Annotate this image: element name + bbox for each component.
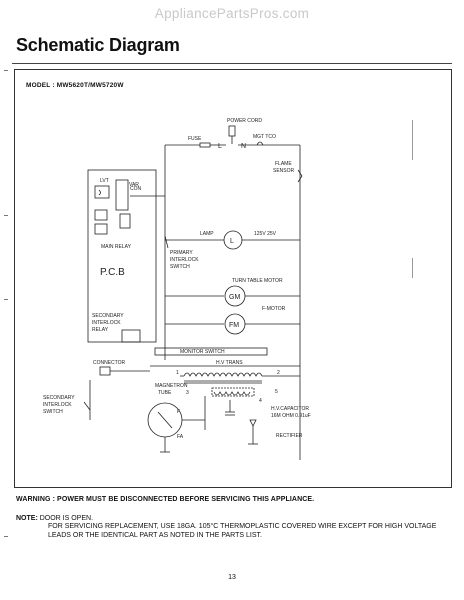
margin-mark: [4, 536, 8, 537]
label-magnetron-2: TUBE: [158, 390, 172, 396]
label-sec-sw-3: SWITCH: [43, 409, 63, 415]
page-number: 13: [228, 574, 236, 581]
label-lamp: LAMP: [200, 231, 214, 237]
label-main-relay: MAIN RELAY: [101, 244, 132, 250]
label-var: VAR: [129, 182, 139, 188]
lvt-transformer: [94, 185, 110, 199]
hv-secondary-coil: [213, 391, 251, 396]
node-3: 3: [186, 390, 189, 396]
label-con: CON: [130, 186, 142, 192]
label-L: L: [218, 143, 222, 150]
sec-switch-symbol: [83, 401, 91, 411]
hv-secondary-box: [211, 387, 255, 397]
node-5: 5: [275, 389, 278, 395]
label-turntable: TURN TABLE MOTOR: [232, 278, 283, 284]
label-hv-cap-2: 16M OHM 0.91uF: [271, 413, 311, 419]
fuse-symbol: [199, 142, 211, 148]
model-label: MODEL : MW5620T/MW5720W: [26, 82, 124, 89]
page-title: Schematic Diagram: [16, 35, 180, 55]
label-N: N: [241, 143, 246, 150]
connector-symbol: [99, 366, 111, 376]
lvt-coil: [98, 189, 101, 196]
note-line-1: NOTE: DOOR IS OPEN.: [16, 515, 93, 522]
node-2: 2: [277, 370, 280, 376]
flame-sensor-symbol: [297, 169, 303, 183]
label-power-cord: POWER CORD: [227, 118, 262, 124]
scan-mark: [412, 258, 413, 278]
label-primary-2: INTERLOCK: [170, 257, 199, 263]
fm-letter: FM: [229, 322, 239, 329]
node-4: 4: [259, 398, 262, 404]
scan-mark: [412, 120, 413, 160]
label-f: F: [177, 409, 180, 415]
relay-coil-1: [94, 209, 108, 221]
label-fmotor: F-MOTOR: [262, 306, 286, 312]
power-plug: [228, 125, 236, 137]
sec-relay-symbol: [121, 329, 141, 343]
tco-symbol: [256, 141, 264, 146]
label-sensor: SENSOR: [273, 168, 295, 174]
label-sec-relay-2: INTERLOCK: [92, 320, 121, 326]
label-sec-sw-1: SECONDARY: [43, 395, 75, 401]
relay-coil-2: [94, 223, 108, 235]
label-sec-relay-1: SECONDARY: [92, 313, 124, 319]
label-pcb: P.C.B: [100, 267, 125, 278]
lamp-letter: L: [230, 238, 234, 245]
watermark: AppliancePartsPros.com: [154, 6, 310, 21]
label-hv-cap-1: H.V.CAPACITOR: [271, 406, 309, 412]
label-primary-3: SWITCH: [170, 264, 190, 270]
margin-mark: [4, 299, 8, 300]
label-primary-1: PRIMARY: [170, 250, 193, 256]
label-lamp-rating: 125V 25V: [254, 231, 277, 237]
margin-mark: [4, 215, 8, 216]
label-rectifier: RECTIFIER: [276, 433, 303, 439]
margin-mark: [4, 70, 8, 71]
hv-primary-coil: [183, 372, 263, 377]
primary-switch: [164, 235, 169, 249]
label-connector: CONNECTOR: [93, 360, 126, 366]
label-sec-relay-3: RELAY: [92, 327, 109, 333]
note-label: NOTE:: [16, 515, 38, 522]
diagram-frame: [14, 69, 452, 488]
title-rule: [12, 63, 452, 64]
label-sec-sw-2: INTERLOCK: [43, 402, 72, 408]
label-mgt-tco: MGT TCO: [253, 134, 276, 140]
label-monitor: MONITOR SWITCH: [180, 349, 225, 355]
node-1: 1: [176, 370, 179, 376]
relay-contact: [119, 213, 131, 229]
relay-box: [115, 179, 129, 211]
label-fuse: FUSE: [188, 136, 202, 142]
warning-text: WARNING : POWER MUST BE DISCONNECTED BEF…: [16, 496, 315, 503]
note-text: DOOR IS OPEN.: [37, 515, 94, 522]
monitor-switch-box: [154, 347, 268, 356]
label-flame: FLAME: [275, 161, 292, 167]
label-lvt: LVT: [100, 178, 109, 184]
label-fa: FA: [177, 434, 184, 440]
rectifier-symbol: [249, 419, 257, 427]
note-line-2: FOR SERVICING REPLACEMENT, USE 18GA. 105…: [48, 523, 437, 539]
gm-letter: GM: [229, 294, 240, 301]
label-hv-trans: H.V TRANS: [216, 360, 243, 366]
label-magnetron-1: MAGNETRON: [155, 383, 188, 389]
magnetron-inner: [157, 411, 173, 429]
